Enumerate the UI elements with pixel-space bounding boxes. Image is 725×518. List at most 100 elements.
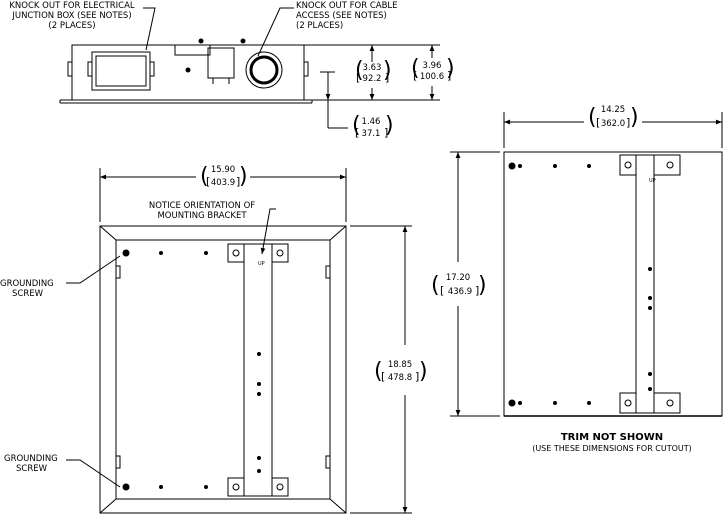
dim-363-in: 3.63 xyxy=(363,63,382,73)
bracket-ear-tr xyxy=(271,243,289,263)
grounding-screw-bottom-icon xyxy=(122,483,130,491)
trim-title: TRIM NOT SHOWN xyxy=(561,432,663,443)
cable-label-2: ACCESS (SEE NOTES) xyxy=(296,11,387,21)
dim-146-mm: 37.1 xyxy=(362,129,381,139)
cutout-ear-bl xyxy=(619,392,637,414)
top-bracket xyxy=(174,45,211,56)
paren-glyph: ( xyxy=(200,164,209,189)
paren-glyph: ) xyxy=(383,58,392,83)
front-view-labels: 15.90 403.9 [ ] ( ) NOTICE ORIENTATION O… xyxy=(0,164,428,474)
cutout-view xyxy=(450,112,723,417)
bracket-ear-bl xyxy=(227,477,245,497)
screw xyxy=(257,382,261,386)
paren-glyph: ( xyxy=(431,273,440,298)
frame-corner-bl xyxy=(99,498,117,514)
screw xyxy=(204,485,208,489)
screw xyxy=(587,401,591,405)
cutout-ground-screw-icon xyxy=(508,162,516,170)
clip-right-bottom xyxy=(325,455,331,469)
top-view-labels: KNOCK OUT FOR ELECTRICAL JUNCTION BOX (S… xyxy=(9,1,454,139)
screw xyxy=(648,267,652,271)
bracket-glyph: ] xyxy=(384,126,388,139)
notice-label-1: NOTICE ORIENTATION OF xyxy=(149,201,255,211)
ear-screw xyxy=(232,483,240,491)
front-view xyxy=(66,168,412,514)
leader-junction xyxy=(143,7,156,51)
ear-screw xyxy=(232,249,240,257)
bracket-glyph: ] xyxy=(475,284,479,297)
dim-146-in: 1.46 xyxy=(362,117,381,127)
cutout-ear-tl xyxy=(619,154,637,176)
top-screw-3 xyxy=(240,38,246,44)
cutout-ear-tr xyxy=(653,154,681,176)
bracket-glyph: [ xyxy=(381,370,385,383)
front-screws xyxy=(122,249,261,491)
dim-396-in: 3.96 xyxy=(423,61,442,71)
junction-knockout xyxy=(91,51,151,91)
paren-glyph: ) xyxy=(239,164,248,189)
top-screw-2 xyxy=(198,38,204,44)
bracket-glyph: [ xyxy=(596,116,600,129)
screw xyxy=(518,401,522,405)
screw xyxy=(257,469,261,473)
cable-knockout xyxy=(245,51,283,89)
bracket-glyph: [ xyxy=(413,69,417,82)
screw xyxy=(257,352,261,356)
screw xyxy=(159,485,163,489)
bracket-glyph: [ xyxy=(206,175,210,188)
front-inner-box xyxy=(115,239,331,500)
bracket-glyph: ] xyxy=(385,71,389,84)
paren-glyph: ( xyxy=(355,58,364,83)
ear-screw xyxy=(276,483,284,491)
front-width-in: 15.90 xyxy=(211,165,235,175)
cutout-ground-screw-icon xyxy=(508,399,516,407)
junction-label-3: (2 PLACES) xyxy=(48,21,95,31)
front-height-mm: 478.8 xyxy=(388,373,412,383)
cutout-box xyxy=(503,151,723,417)
paren-glyph: ( xyxy=(411,56,420,81)
front-width-mm: 403.9 xyxy=(211,178,235,188)
grounding-bottom-2: SCREW xyxy=(16,464,48,474)
cable-label-1: KNOCK OUT FOR CABLE xyxy=(296,1,398,11)
bracket-ear-tl xyxy=(227,243,245,263)
top-screw-1 xyxy=(185,67,191,73)
clip-left-top xyxy=(115,265,121,279)
ear-screw xyxy=(666,399,674,407)
grounding-top-2: SCREW xyxy=(12,289,44,299)
leader-ground-bottom xyxy=(66,459,121,488)
grounding-top-1: GROUNDING xyxy=(0,279,54,289)
side-tab-right xyxy=(303,61,309,77)
paren-glyph: ) xyxy=(419,359,428,384)
paren-glyph: ) xyxy=(446,56,455,81)
bracket-glyph: ] xyxy=(626,116,630,129)
grounding-bottom-1: GROUNDING xyxy=(4,454,58,464)
cable-knockout-ring xyxy=(249,55,279,85)
ear-screw xyxy=(624,399,632,407)
top-bracket-plate xyxy=(207,47,235,79)
cutout-width-in: 14.25 xyxy=(601,105,625,115)
screw xyxy=(553,164,557,168)
cutout-screws xyxy=(508,162,652,407)
leader-notice xyxy=(260,208,276,255)
paren-glyph: ( xyxy=(352,113,361,138)
front-outer-frame xyxy=(99,225,347,514)
screw xyxy=(553,401,557,405)
bracket-glyph: [ xyxy=(356,71,360,84)
screw xyxy=(648,306,652,310)
leader-cable xyxy=(257,7,294,57)
cutout-ear-br xyxy=(653,392,681,414)
junction-label-2: JUNCTION BOX (SEE NOTES) xyxy=(11,11,131,21)
cutout-view-labels: 14.25 362.0 [ ] ( ) 17.20 436.9 [ ] ( ) … xyxy=(431,105,692,453)
bracket-glyph: ] xyxy=(415,370,419,383)
cable-label-3: (2 PLACES) xyxy=(296,21,343,31)
bracket-glyph: ] xyxy=(447,69,451,82)
screw xyxy=(518,164,522,168)
ear-screw xyxy=(666,161,674,169)
cutout-up-label: UP xyxy=(649,178,656,184)
leader-ground-top xyxy=(66,255,121,284)
bracket-glyph: [ xyxy=(440,284,444,297)
ear-screw xyxy=(624,161,632,169)
junction-tab-right xyxy=(149,61,155,77)
dim-396-mm: 100.6 xyxy=(420,72,444,82)
